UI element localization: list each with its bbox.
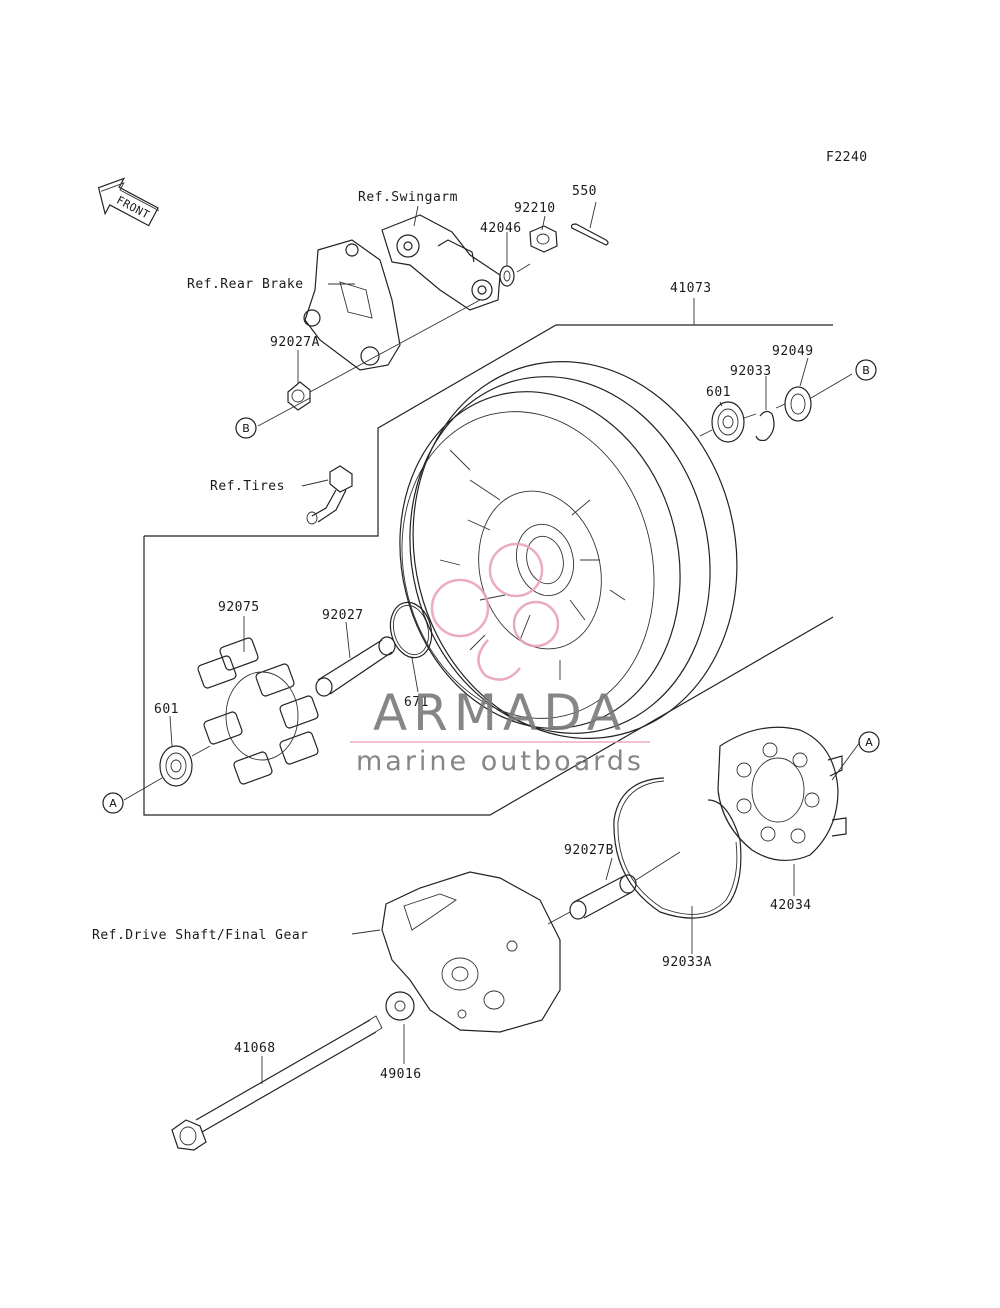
- part-label-550: 550: [572, 184, 597, 199]
- part-label-49016: 49016: [380, 1067, 422, 1082]
- rear-axle: [171, 1015, 383, 1151]
- circlip: [613, 777, 742, 919]
- figure-code: F2240: [826, 150, 868, 165]
- svg-text:A: A: [109, 797, 117, 810]
- part-label-92027: 92027: [322, 608, 364, 623]
- hub-damper: [197, 637, 319, 785]
- ref-rear-brake-label: Ref.Rear Brake: [187, 277, 304, 292]
- brake-caliper-bracket: [303, 214, 501, 371]
- watermark-tagline: marine outboards: [356, 746, 644, 777]
- tire-valve: [306, 465, 353, 525]
- part-label-92027B: 92027B: [564, 843, 614, 858]
- rear-wheel: [399, 361, 738, 739]
- part-label-671: 671: [404, 695, 429, 710]
- svg-text:B: B: [862, 364, 870, 377]
- part-label-42046: 42046: [480, 221, 522, 236]
- part-label-41073: 41073: [670, 281, 712, 296]
- part-label-92049: 92049: [772, 344, 814, 359]
- right-bearing-stack: [699, 373, 853, 443]
- part-label-92033A: 92033A: [662, 955, 712, 970]
- ref-tires-label: Ref.Tires: [210, 479, 285, 494]
- armada-watermark: ARMADA marine outboards: [350, 542, 650, 777]
- ref-swingarm-label: Ref.Swingarm: [358, 190, 458, 205]
- connector-a-right: A: [858, 731, 880, 753]
- part-label-42034: 42034: [770, 898, 812, 913]
- ref-drive-shaft-label: Ref.Drive Shaft/Final Gear: [92, 928, 309, 943]
- part-label-92210: 92210: [514, 201, 556, 216]
- svg-text:A: A: [865, 736, 873, 749]
- watermark-logo-icon: [430, 542, 560, 681]
- final-gear-case: [381, 871, 561, 1033]
- front-arrow-icon: FRONT: [97, 177, 160, 227]
- final-drive-coupling: [717, 726, 847, 861]
- part-label-41068: 41068: [234, 1041, 276, 1056]
- wheel-group-frame: [143, 536, 834, 816]
- wheel-group-frame-top: [144, 324, 833, 537]
- connector-b-lower: B: [235, 417, 257, 439]
- part-label-92075: 92075: [218, 600, 260, 615]
- axle-nut-assembly: [499, 223, 609, 287]
- part-label-601-left: 601: [154, 702, 179, 717]
- o-ring: [389, 601, 433, 659]
- part-label-601-right: 601: [706, 385, 731, 400]
- watermark-brand: ARMADA: [373, 684, 627, 742]
- part-label-92033: 92033: [730, 364, 772, 379]
- collar-92027B: [547, 851, 681, 925]
- connector-a-left: A: [102, 792, 124, 814]
- part-label-92027A: 92027A: [270, 335, 320, 350]
- svg-text:B: B: [242, 422, 250, 435]
- connector-b-upper: B: [855, 359, 877, 381]
- collar-92027: [315, 636, 396, 697]
- collar-92027A: [287, 381, 311, 411]
- left-bearing: [123, 745, 211, 801]
- washer-49016: [385, 991, 415, 1021]
